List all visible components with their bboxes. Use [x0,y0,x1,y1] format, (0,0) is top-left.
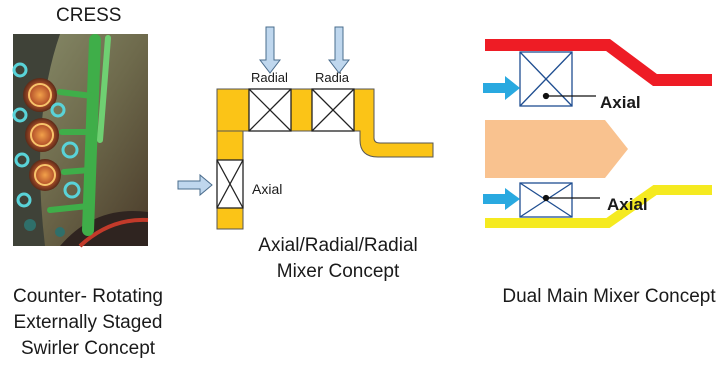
label-axial-upper: Axial [600,93,641,112]
label-radial-1: Radial [251,70,288,85]
mixer-caption: Axial/Radial/Radial Mixer Concept [258,233,418,285]
cress-caption-line-2: Externally Staged [13,312,163,333]
cress-caption-line-1: Counter- Rotating [13,286,163,307]
label-axial-lower: Axial [607,195,648,214]
mixer-caption-line-2: Mixer Concept [276,261,400,282]
cress-caption-line-3: Swirler Concept [20,338,156,359]
dual-caption: Dual Main Mixer Concept [502,286,716,307]
label-radial-2: Radia [315,70,349,85]
cress-title: CRESS [56,5,122,26]
mixer-caption-line-1: Axial/Radial/Radial [258,235,418,256]
cress-caption: Counter- Rotating Externally Staged Swir… [0,284,176,362]
label-axial-mixer: Axial [252,181,283,197]
